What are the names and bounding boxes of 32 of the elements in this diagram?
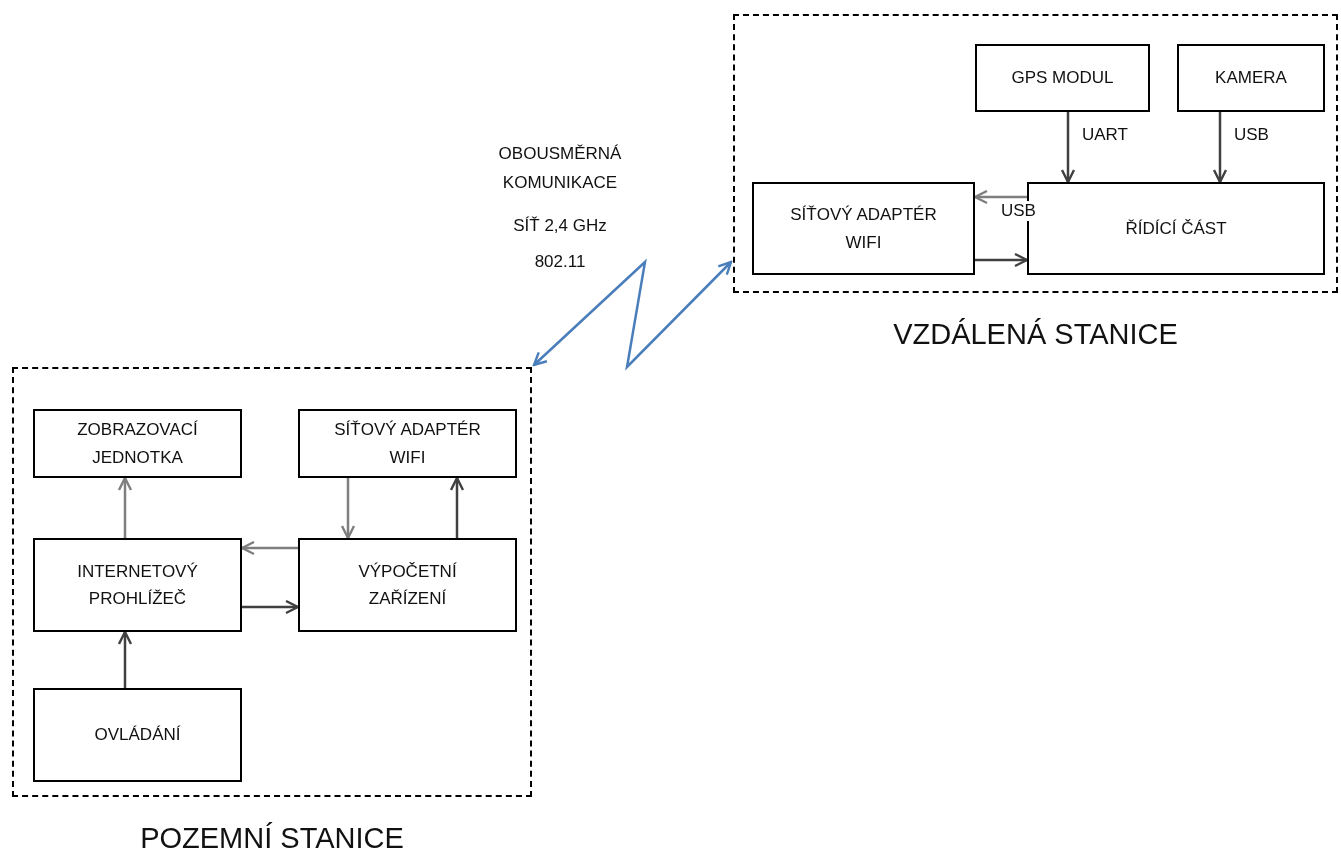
edge-label: USB <box>999 201 1038 221</box>
arrow <box>1212 112 1228 184</box>
box-label: OVLÁDÁNÍ <box>94 724 181 747</box>
box-label: ZOBRAZOVACÍ JEDNOTKA <box>76 419 199 469</box>
wireless-link-arrow <box>532 258 733 371</box>
box-label: INTERNETOVÝ PROHLÍŽEČ <box>76 560 199 610</box>
process-box <box>298 538 517 632</box>
box-label: KAMERA <box>1215 67 1287 90</box>
arrow <box>242 599 300 615</box>
link-note: OBOUSMĚRNÁ KOMUNIKACE <box>497 143 623 194</box>
link-note: SÍŤ 2,4 GHz <box>512 215 608 237</box>
process-box <box>752 182 975 275</box>
box-label: SÍŤOVÝ ADAPTÉR WIFI <box>789 204 938 254</box>
box-label: ŘÍDÍCÍ ČÁST <box>1125 217 1227 240</box>
station-title: VZDÁLENÁ STANICE <box>893 317 1178 352</box>
box-label: VÝPOČETNÍ ZAŘÍZENÍ <box>357 560 458 610</box>
box-label: SÍŤOVÝ ADAPTÉR WIFI <box>333 419 482 469</box>
box-label: GPS MODUL <box>1011 67 1114 90</box>
arrow <box>1060 112 1076 184</box>
station-title: POZEMNÍ STANICE <box>140 821 404 850</box>
process-box <box>975 44 1150 112</box>
process-box <box>1177 44 1325 112</box>
process-box <box>298 409 517 478</box>
process-box <box>33 688 242 782</box>
process-box <box>33 409 242 478</box>
arrow <box>975 252 1029 268</box>
process-box <box>33 538 242 632</box>
arrow <box>340 478 356 540</box>
arrow <box>449 476 465 538</box>
arrow <box>117 476 133 538</box>
arrow <box>117 630 133 688</box>
link-note: 802.11 <box>533 251 587 273</box>
